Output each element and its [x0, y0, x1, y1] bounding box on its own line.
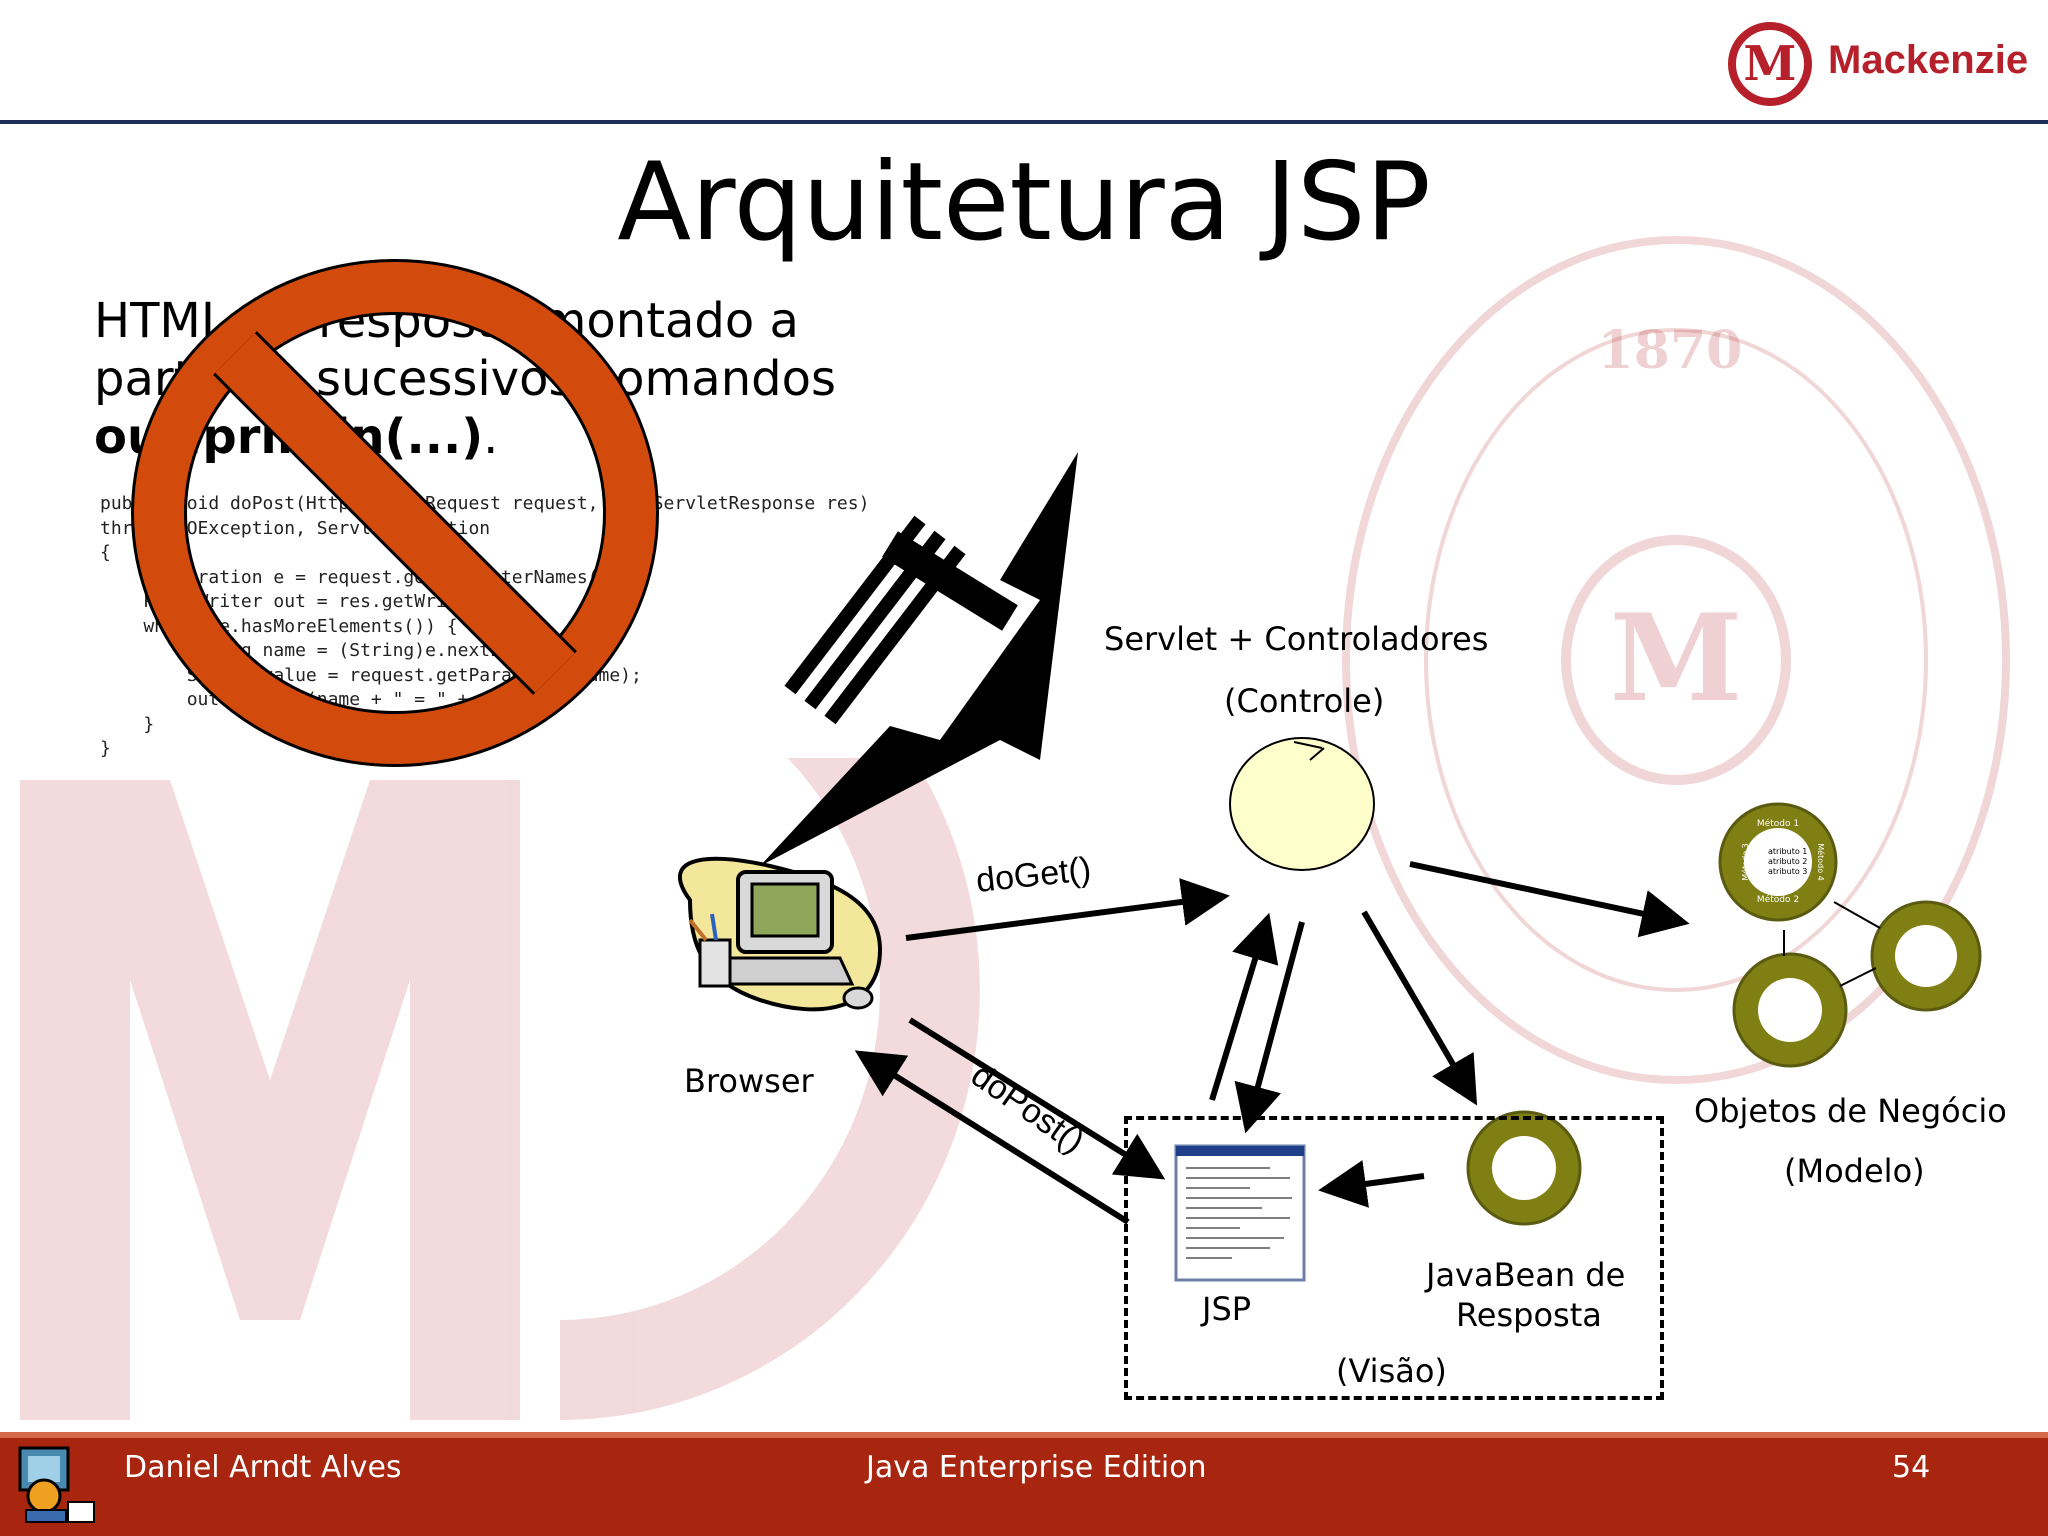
arrow-controller-to-jsp [1234, 921, 1305, 1134]
arrow-controller-to-model [1409, 861, 1690, 938]
bean-label-line-2: Resposta [1456, 1296, 1602, 1334]
object-method-1: Método 1 [1757, 818, 1799, 829]
business-object-2 [1870, 900, 1982, 1012]
code-line: } [100, 713, 155, 735]
footer-author: Daniel Arndt Alves [124, 1450, 402, 1485]
object-attr-1: atributo 1 [1768, 847, 1807, 856]
jsp-label: JSP [1202, 1290, 1252, 1328]
response-bean-node [1466, 1110, 1582, 1226]
logo-letter: M [1743, 36, 1796, 92]
header-divider [0, 120, 2048, 124]
prohibition-icon [131, 259, 659, 767]
watermark-letter: M [1610, 588, 1743, 729]
arrow-bean-to-jsp [1318, 1160, 1425, 1208]
intro-tail: . [483, 409, 499, 465]
code-line: { [100, 542, 111, 563]
view-layer-box [1124, 1116, 1664, 1400]
computer-icon [677, 856, 883, 1012]
mackenzie-logo: M [1728, 22, 1812, 106]
object-method-4: Método 4 [1816, 843, 1826, 880]
jsp-page-icon [1174, 1144, 1306, 1282]
watermark-year: 1870 [1598, 320, 1743, 381]
footer-bar [0, 1432, 2048, 1536]
bean-label-line-1: JavaBean de [1426, 1256, 1626, 1294]
lightning-bolt-icon [760, 452, 1078, 866]
browser-label: Browser [684, 1062, 814, 1100]
business-object-3 [1732, 952, 1848, 1068]
model-label: Objetos de Negócio [1694, 1092, 2007, 1130]
business-object-1 [1718, 802, 1838, 922]
arrow-dopost [908, 1017, 1166, 1180]
logo-text: Mackenzie [1828, 38, 2029, 82]
arrow-jsp-to-browser [854, 1050, 1130, 1225]
controller-node [1229, 737, 1375, 871]
footer-mascot-icon [18, 1446, 95, 1523]
object-method-3: Método 3 [1740, 843, 1750, 880]
arrow-doget [905, 878, 1230, 941]
object-attr-3: atributo 3 [1768, 867, 1807, 876]
footer-page-number: 54 [1892, 1450, 1931, 1485]
arrow-jsp-to-controller [1209, 912, 1279, 1101]
footer-course: Java Enterprise Edition [866, 1450, 1207, 1485]
arrow-controller-to-bean [1361, 910, 1478, 1106]
code-line: } [100, 738, 111, 759]
view-label: (Visão) [1336, 1352, 1447, 1390]
controller-sub-label: (Controle) [1224, 682, 1385, 720]
object-method-2: Método 2 [1757, 894, 1799, 905]
footer-accent [0, 1432, 2048, 1438]
slide-title: Arquitetura JSP [617, 140, 1431, 265]
model-sub-label: (Modelo) [1784, 1152, 1925, 1190]
object-attr-2: atributo 2 [1768, 857, 1807, 866]
model-object-labels: Método 1 Método 2 atributo 1 atributo 2 … [1740, 818, 1826, 905]
controller-label: Servlet + Controladores [1104, 620, 1489, 658]
